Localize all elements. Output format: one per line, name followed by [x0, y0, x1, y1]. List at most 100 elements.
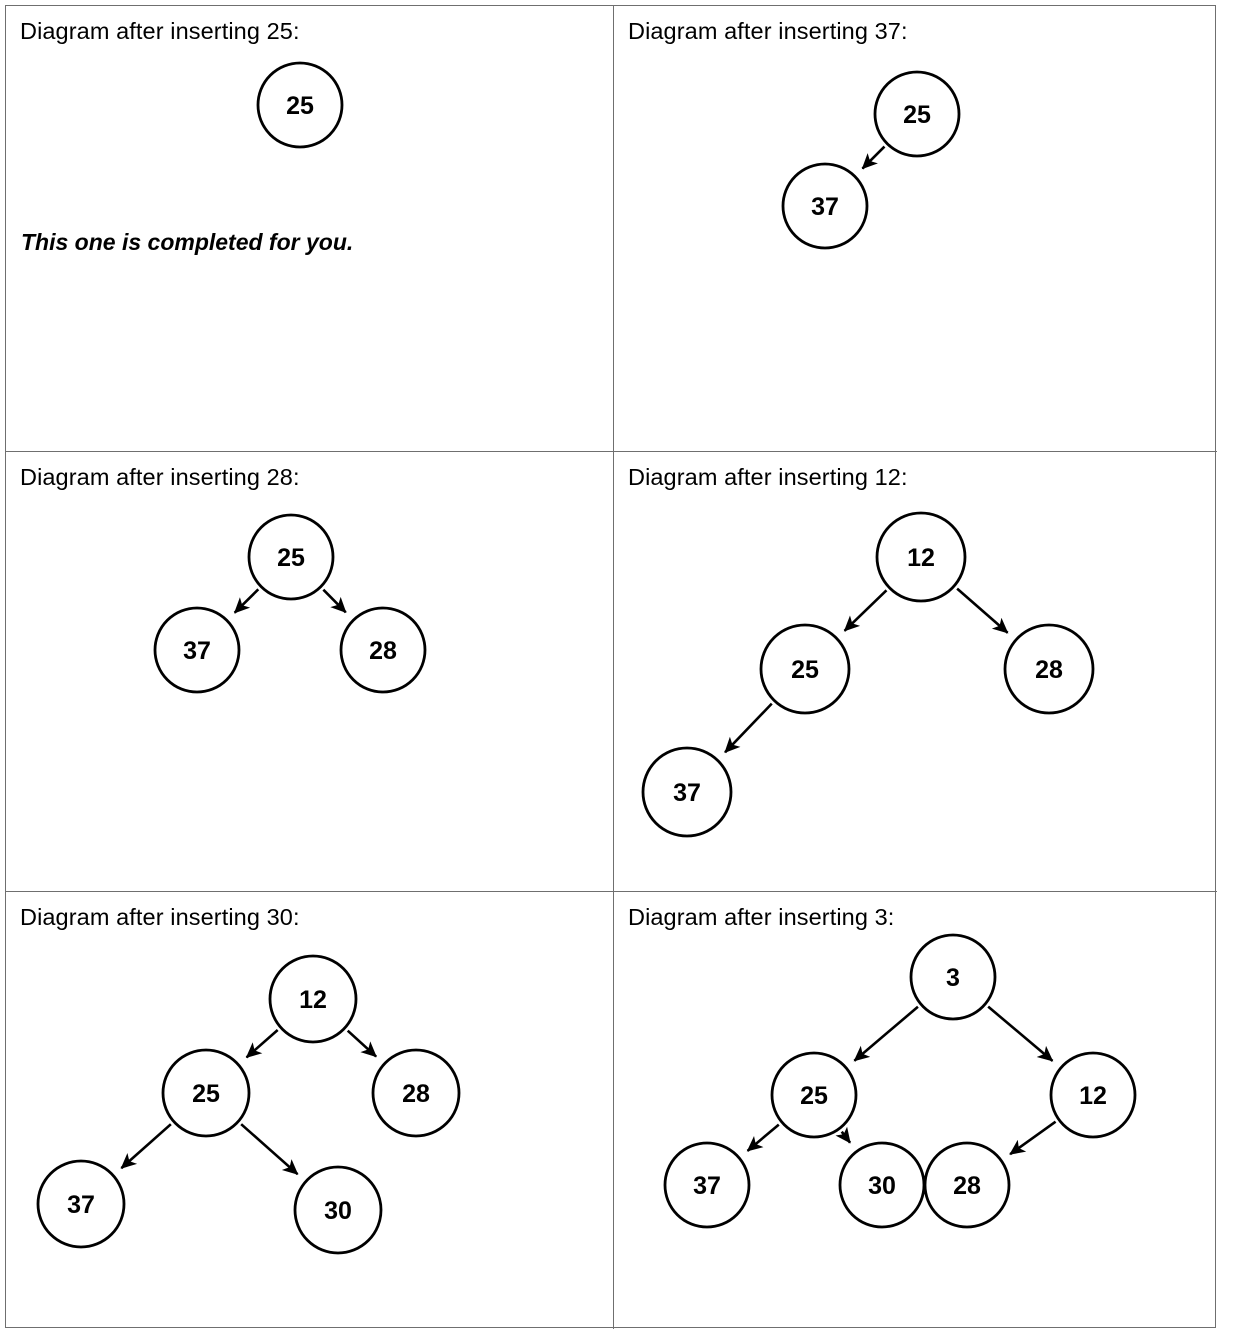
node-label: 28: [402, 1080, 430, 1108]
node-circle: [268, 954, 358, 1044]
node-circle: [873, 70, 961, 158]
node-label: 12: [299, 986, 327, 1014]
tree-edge-arrow: [724, 702, 773, 754]
tree-node: 28: [339, 606, 427, 694]
tree-node: 37: [781, 162, 869, 250]
tree-node: 28: [371, 1048, 461, 1138]
tree-svg: 12 25 28 37 30: [36, 954, 461, 1255]
tree-edge-arrow: [233, 588, 260, 614]
node-label: 37: [183, 637, 211, 665]
tree-edge-arrow: [240, 1123, 299, 1176]
tree-node: 28: [1003, 623, 1095, 715]
node-circle: [875, 511, 967, 603]
tree-edge-arrow: [853, 1005, 919, 1062]
tree-node: 12: [268, 954, 358, 1044]
tree-node: 25: [161, 1048, 251, 1138]
node-circle: [1049, 1051, 1137, 1139]
node-circle: [663, 1141, 751, 1229]
node-label: 30: [868, 1172, 896, 1200]
node-label: 25: [277, 544, 305, 572]
node-label: 28: [369, 637, 397, 665]
cell-title: Diagram after inserting 28:: [20, 464, 300, 490]
node-label: 12: [1079, 1082, 1107, 1110]
cell-title: Diagram after inserting 12:: [628, 464, 908, 490]
tree-svg: 25: [256, 61, 344, 149]
diagram-table: Diagram after inserting 25: This one is …: [5, 5, 1217, 1329]
node-circle: [759, 623, 851, 715]
cell-title: Diagram after inserting 3:: [628, 904, 895, 930]
tree-node: 37: [663, 1141, 751, 1229]
tree-node: 28: [923, 1141, 1011, 1229]
tree-edge-arrow: [746, 1123, 780, 1152]
node-label: 25: [800, 1082, 828, 1110]
cell-note: This one is completed for you.: [21, 229, 354, 255]
tree-node: 30: [293, 1165, 383, 1255]
tree-node: 25: [759, 623, 851, 715]
tree-node: 37: [153, 606, 241, 694]
node-label: 12: [907, 544, 935, 572]
tree-edge-arrow: [956, 587, 1009, 634]
node-label: 28: [1035, 656, 1063, 684]
cell-insert-3: Diagram after inserting 3: 3 25 12 37 30 28: [613, 891, 1217, 1329]
node-circle: [770, 1051, 858, 1139]
tree-node: 25: [873, 70, 961, 158]
node-label: 25: [192, 1080, 220, 1108]
node-circle: [247, 513, 335, 601]
tree-edge-arrow: [861, 145, 886, 170]
cell-title: Diagram after inserting 25:: [20, 18, 300, 44]
node-label: 37: [693, 1172, 721, 1200]
cell-title: Diagram after inserting 37:: [628, 18, 908, 44]
tree-diagram-insert-30: 12 25 28 37 30: [6, 892, 613, 1329]
tree-diagram-insert-3: 3 25 12 37 30 28: [614, 892, 1217, 1329]
cell-insert-12: Diagram after inserting 12: 12 25 28 37: [613, 451, 1217, 891]
node-circle: [923, 1141, 1011, 1229]
tree-edge-arrow: [322, 588, 347, 614]
node-circle: [641, 746, 733, 838]
node-circle: [161, 1048, 251, 1138]
cell-insert-30: Diagram after inserting 30: 12 25 28 37 30: [6, 891, 613, 1329]
node-circle: [371, 1048, 461, 1138]
node-circle: [293, 1165, 383, 1255]
node-circle: [153, 606, 241, 694]
node-label: 25: [791, 656, 819, 684]
node-label: 25: [286, 92, 314, 120]
tree-svg: 25 37 28: [153, 513, 427, 694]
node-circle: [781, 162, 869, 250]
node-label: 30: [324, 1197, 352, 1225]
node-label: 3: [946, 964, 960, 992]
tree-edge-arrow: [987, 1005, 1054, 1062]
node-circle: [339, 606, 427, 694]
tree-node: 37: [641, 746, 733, 838]
node-label: 37: [673, 779, 701, 807]
tree-edge-arrow: [346, 1029, 377, 1058]
tree-node: 25: [247, 513, 335, 601]
tree-edge-arrow: [120, 1123, 172, 1170]
tree-svg: 25 37: [781, 70, 961, 250]
tree-edge-arrow: [843, 589, 888, 632]
node-label: 37: [811, 193, 839, 221]
node-label: 25: [903, 101, 931, 129]
tree-diagram-insert-25: 25: [6, 6, 613, 451]
tree-diagram-insert-37: 25 37: [614, 6, 1217, 451]
tree-svg: 12 25 28 37: [641, 511, 1095, 838]
tree-edge-arrow: [245, 1029, 279, 1059]
node-circle: [36, 1159, 126, 1249]
cell-insert-28: Diagram after inserting 28: 25 37 28: [6, 451, 613, 891]
tree-node: 25: [256, 61, 344, 149]
tree-node: 3: [909, 933, 997, 1021]
node-circle: [256, 61, 344, 149]
tree-node: 12: [875, 511, 967, 603]
node-label: 28: [953, 1172, 981, 1200]
tree-diagram-insert-12: 12 25 28 37: [614, 452, 1217, 891]
tree-diagram-insert-28: 25 37 28: [6, 452, 613, 891]
cell-insert-25: Diagram after inserting 25: This one is …: [6, 6, 613, 451]
tree-edge-arrow: [835, 1126, 852, 1144]
tree-node: 25: [770, 1051, 858, 1139]
tree-svg: 3 25 12 37 30 28: [663, 933, 1137, 1229]
cell-insert-37: Diagram after inserting 37: 25 37: [613, 6, 1217, 451]
node-label: 37: [67, 1191, 95, 1219]
cell-title: Diagram after inserting 30:: [20, 904, 300, 930]
node-circle: [1003, 623, 1095, 715]
tree-node: 30: [838, 1141, 926, 1229]
